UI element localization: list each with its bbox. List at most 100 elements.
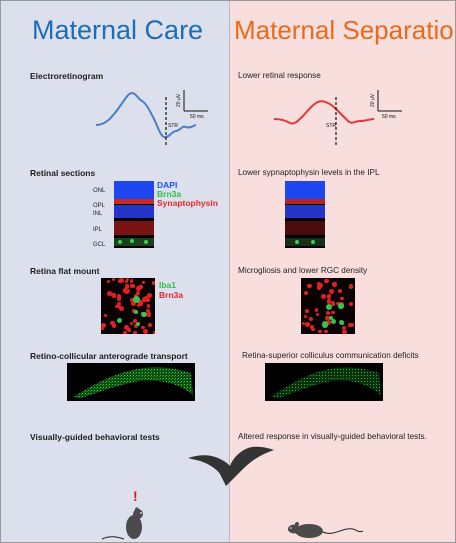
- rgc-cell: [327, 322, 331, 326]
- rgc-cell: [138, 301, 143, 307]
- microglia-cell: [135, 321, 140, 327]
- rgc-cell: [129, 278, 134, 283]
- rgc-cell: [125, 290, 129, 295]
- stim-label-separation: STR: [326, 123, 336, 129]
- rgc-cell: [338, 289, 343, 294]
- rgc-cell: [124, 280, 128, 284]
- stain-dapi: DAPI: [157, 180, 178, 190]
- rgc-cell: [144, 297, 150, 303]
- maternal-separation-panel: Maternal Separation Lower retinal respon…: [229, 1, 455, 542]
- erg-trace-separation: STR 20 µV 50 ms: [274, 90, 402, 145]
- rgc-cell: [124, 325, 130, 331]
- amplitude-scale-label-separation: 20 µV: [370, 93, 376, 107]
- rgc-cell: [132, 319, 137, 324]
- rgc-cell: [141, 326, 145, 330]
- stim-label: STR: [168, 123, 178, 129]
- rgc-cell: [324, 278, 329, 284]
- rgc-cell: [326, 299, 332, 304]
- rgc-cell: [116, 294, 122, 299]
- rgc-cell: [136, 291, 141, 296]
- microglia-cell: [328, 315, 333, 321]
- bird-of-prey-icon: [188, 446, 274, 486]
- maternal-care-title: Maternal Care: [32, 15, 204, 45]
- rgc-cell: [326, 310, 331, 315]
- rgc-cell: [323, 329, 328, 334]
- erg-trace-control: STR 20 µV 50 ms: [96, 90, 208, 145]
- flat-mount-separation: [301, 278, 355, 334]
- microglia-cell: [321, 321, 328, 328]
- rgc-cell: [112, 278, 116, 282]
- section-stain-legend: DAPI Brn3a Synaptophysin: [157, 181, 218, 208]
- rgc-cell: [303, 314, 308, 319]
- rgc-cell: [304, 308, 309, 313]
- rgc-cell: [325, 315, 331, 321]
- rgc-cell: [119, 278, 124, 283]
- rgc-cell: [122, 288, 128, 293]
- retinal-section-control: [114, 181, 154, 248]
- stain-synaptophysin: Synaptophysin: [157, 198, 218, 208]
- colliculus-separation: [265, 363, 383, 401]
- rgc-cell: [309, 316, 314, 322]
- stain-iba1: Iba1: [159, 280, 177, 290]
- rgc-cell: [116, 296, 122, 302]
- rgc-cell: [307, 284, 312, 289]
- rgc-cell: [348, 284, 354, 290]
- rgc-cell: [340, 296, 344, 301]
- alert-mouse-icon: [101, 507, 143, 540]
- layer-opl: OPL: [93, 203, 106, 209]
- rgc-cell: [110, 292, 115, 297]
- rgc-cell: [132, 330, 138, 334]
- rgc-cell: [331, 300, 336, 305]
- microglia-cell: [134, 310, 138, 314]
- rgc-cell: [147, 323, 152, 328]
- rgc-cell: [110, 320, 116, 326]
- rgc-cell: [314, 308, 318, 312]
- stain-brn3a: Brn3a: [157, 189, 182, 199]
- rgc-cell: [107, 290, 112, 296]
- rgc-cell: [331, 311, 335, 315]
- colliculus-control: [67, 363, 195, 401]
- erg-waveform-separation: [274, 100, 375, 125]
- flat-stain-legend: Iba1 Brn3a: [159, 280, 183, 300]
- microglia-cell: [326, 304, 333, 311]
- microglia-cell: [340, 320, 345, 325]
- layer-inl: INL: [93, 211, 103, 217]
- rgc-cell: [118, 306, 124, 312]
- rgc-cell: [347, 322, 352, 327]
- rgc-cell: [141, 296, 147, 302]
- transport-label: Retino-collicular anterograde transport: [30, 351, 188, 361]
- rgc-cell: [151, 281, 155, 285]
- rgc-cell: [350, 323, 354, 327]
- rgc-cell: [303, 291, 308, 296]
- microglia-cell: [330, 318, 336, 324]
- rgc-cell: [130, 284, 135, 289]
- erg-finding: Lower retinal response: [238, 71, 321, 80]
- stain-brn3a-flat: Brn3a: [159, 290, 184, 300]
- rgc-cell: [129, 321, 133, 326]
- time-scale-label-separation: 50 ms: [382, 114, 396, 120]
- rgc-cell: [145, 308, 150, 313]
- rgc-cell: [341, 325, 346, 330]
- rgc-cell: [116, 301, 121, 306]
- rgc-cell: [101, 327, 105, 331]
- panel-divider: [229, 1, 230, 542]
- rgc-cell: [349, 302, 354, 307]
- retinal-section-separation: [285, 181, 325, 248]
- rgc-cell: [147, 312, 152, 317]
- rgc-cell: [301, 321, 306, 326]
- rgc-cell: [138, 284, 144, 290]
- sections-label: Retinal sections: [30, 168, 96, 178]
- microglia-cell: [338, 303, 344, 309]
- rgc-cell: [103, 313, 108, 318]
- rgc-cell: [325, 319, 331, 325]
- rgc-cell: [125, 278, 129, 282]
- rgc-cell: [315, 312, 320, 317]
- rgc-cell: [141, 280, 146, 284]
- rgc-cell: [329, 289, 334, 295]
- behavior-label: Visually-guided behavioral tests: [30, 432, 160, 442]
- rgc-cell: [320, 294, 326, 300]
- rgc-cell: [126, 288, 131, 293]
- layer-gcl: GCL: [93, 242, 106, 248]
- microglia-cell: [140, 311, 147, 318]
